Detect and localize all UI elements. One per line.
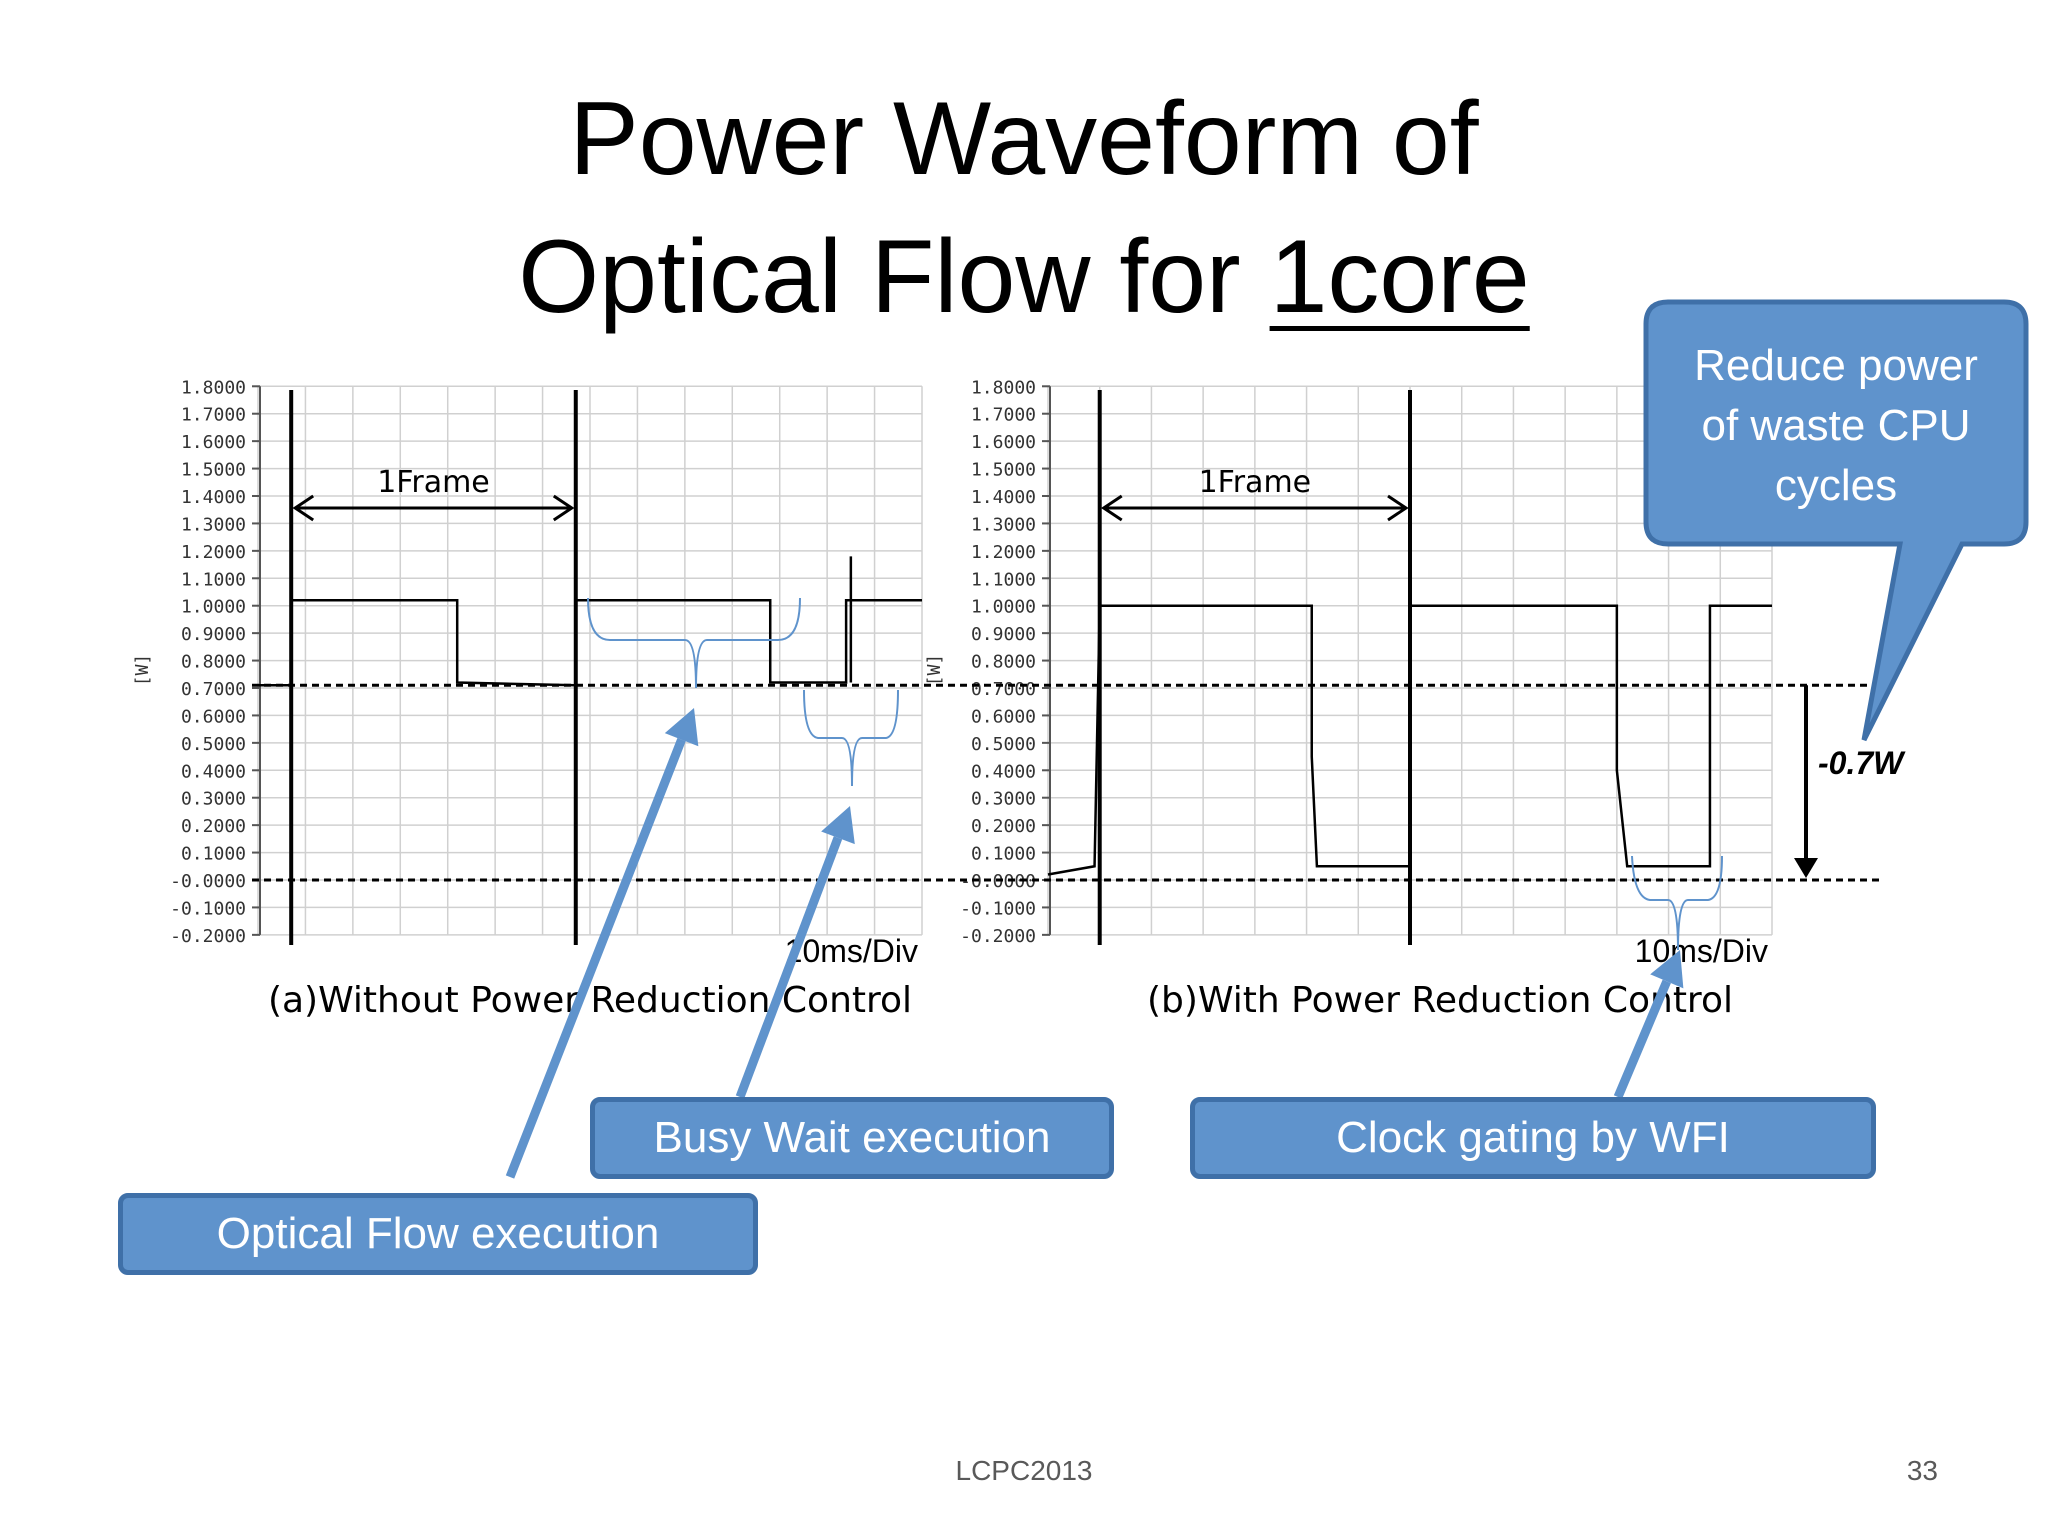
speech-bubble-line: of waste CPU xyxy=(1702,401,1971,450)
title-underlined-word: 1core xyxy=(1269,219,1530,335)
y-tick-label: 1.5000 xyxy=(181,460,246,481)
y-tick-label: 1.1000 xyxy=(181,569,246,590)
y-tick-label: 1.2000 xyxy=(181,542,246,563)
y-tick-label: 0.2000 xyxy=(181,816,246,837)
frame-label: 1Frame xyxy=(1199,465,1312,500)
y-tick-label: 1.3000 xyxy=(181,514,246,535)
y-tick-label: 0.3000 xyxy=(181,789,246,810)
y-tick-label: 0.4000 xyxy=(971,761,1036,782)
chart-without-power-reduction: -0.2000 -0.1000 -0.0000 0.1000 0.2000 0.3000 0… xyxy=(132,377,923,1021)
busy-wait-callout: Busy Wait execution xyxy=(590,1097,1114,1179)
y-tick-label: 0.5000 xyxy=(971,734,1036,755)
clock-gating-label: Clock gating by WFI xyxy=(1336,1113,1730,1162)
y-axis-label: [W] xyxy=(924,654,945,687)
y-tick-label: 1.1000 xyxy=(971,569,1036,590)
y-tick-label: 1.8000 xyxy=(971,377,1036,398)
slide-title: Power Waveform of Optical Flow for 1core xyxy=(0,70,2048,346)
power-waveform-line xyxy=(258,598,922,687)
y-tick-label: 0.3000 xyxy=(971,789,1036,810)
footer-conference: LCPC2013 xyxy=(955,1455,1093,1486)
y-tick-label: 1.6000 xyxy=(971,432,1036,453)
arrow-clock-gating-shaft xyxy=(1613,979,1671,1099)
annotation-overlay: -0.7W Reduce power of waste CPU cycles xyxy=(252,299,2029,1179)
brace-clock-gating xyxy=(1631,855,1723,951)
y-tick-label: 0.6000 xyxy=(971,706,1036,727)
page-number: 33 xyxy=(1906,1455,1938,1486)
arrow-busy-wait-shaft xyxy=(735,836,843,1099)
chart-with-power-reduction: -0.2000-0.1000-0.00000.10000.20000.30000… xyxy=(924,377,1773,1021)
y-tick-label: 0.9000 xyxy=(971,624,1036,645)
busy-wait-label: Busy Wait execution xyxy=(653,1113,1051,1162)
brace-busy-wait xyxy=(803,689,899,787)
y-tick-label: -0.2000 xyxy=(170,926,246,947)
y-axis-label: [W] xyxy=(132,654,153,687)
y-tick-label: 0.1000 xyxy=(971,844,1036,865)
delta-label: -0.7W xyxy=(1818,745,1906,781)
y-tick-label: 0.8000 xyxy=(181,652,246,673)
y-tick-label: 1.4000 xyxy=(181,487,246,508)
optical-flow-label: Optical Flow execution xyxy=(216,1209,660,1258)
arrow-busy-wait-head xyxy=(821,806,855,845)
y-tick-label: 1.4000 xyxy=(971,487,1036,508)
y-tick-label: 0.7000 xyxy=(971,679,1036,700)
x-axis-label: 10ms/Div xyxy=(785,933,918,969)
y-tick-label: 1.2000 xyxy=(971,542,1036,563)
y-tick-label: 0.1000 xyxy=(181,844,246,865)
y-tick-label: 1.6000 xyxy=(181,432,246,453)
y-tick-label: 0.6000 xyxy=(181,706,246,727)
chart-caption: (a)Without Power Reduction Control xyxy=(268,980,912,1021)
y-tick-label: -0.0000 xyxy=(170,871,246,892)
title-line-2: Optical Flow for 1core xyxy=(0,208,2048,346)
reduce-power-speech-bubble xyxy=(1643,299,2029,742)
y-tick-label: 1.7000 xyxy=(181,405,246,426)
x-axis-label: 10ms/Div xyxy=(1635,933,1768,969)
clock-gating-callout: Clock gating by WFI xyxy=(1190,1097,1876,1179)
frame-arrow-head-left xyxy=(1101,494,1123,522)
power-waveform-line xyxy=(1047,604,1772,876)
y-tick-label: 0.5000 xyxy=(181,734,246,755)
arrow-optical-flow-head xyxy=(664,708,699,747)
delta-arrow-head xyxy=(1794,858,1818,878)
y-tick-label: 1.8000 xyxy=(181,377,246,398)
y-tick-label: -0.1000 xyxy=(170,898,246,919)
frame-label: 1Frame xyxy=(377,465,490,500)
title-line-2-prefix: Optical Flow for xyxy=(518,219,1270,335)
frame-arrow-head-right xyxy=(552,494,575,522)
y-tick-label: 0.4000 xyxy=(181,761,246,782)
frame-arrow-head-right xyxy=(1387,494,1409,522)
y-tick-label: 1.7000 xyxy=(971,405,1036,426)
optical-flow-callout: Optical Flow execution xyxy=(118,1193,758,1275)
y-tick-label: -0.2000 xyxy=(960,926,1036,947)
chart-caption: (b)With Power Reduction Control xyxy=(1147,980,1733,1021)
title-line-1: Power Waveform of xyxy=(569,81,1479,197)
speech-bubble-line: Reduce power xyxy=(1694,341,1978,390)
y-tick-label: 1.3000 xyxy=(971,514,1036,535)
y-tick-label: 1.5000 xyxy=(971,460,1036,481)
y-tick-label: 1.0000 xyxy=(181,597,246,618)
brace-optical-flow xyxy=(587,597,801,689)
arrow-optical-flow-shaft xyxy=(505,738,686,1179)
y-tick-label: 0.8000 xyxy=(971,652,1036,673)
y-tick-label: 0.9000 xyxy=(181,624,246,645)
y-tick-label: 1.0000 xyxy=(971,597,1036,618)
arrow-clock-gating-head xyxy=(1650,950,1684,989)
y-tick-label: -0.1000 xyxy=(960,898,1036,919)
speech-bubble-line: cycles xyxy=(1775,461,1897,510)
y-tick-label: 0.7000 xyxy=(181,679,246,700)
frame-arrow-head-left xyxy=(292,494,315,522)
y-tick-label: 0.2000 xyxy=(971,816,1036,837)
